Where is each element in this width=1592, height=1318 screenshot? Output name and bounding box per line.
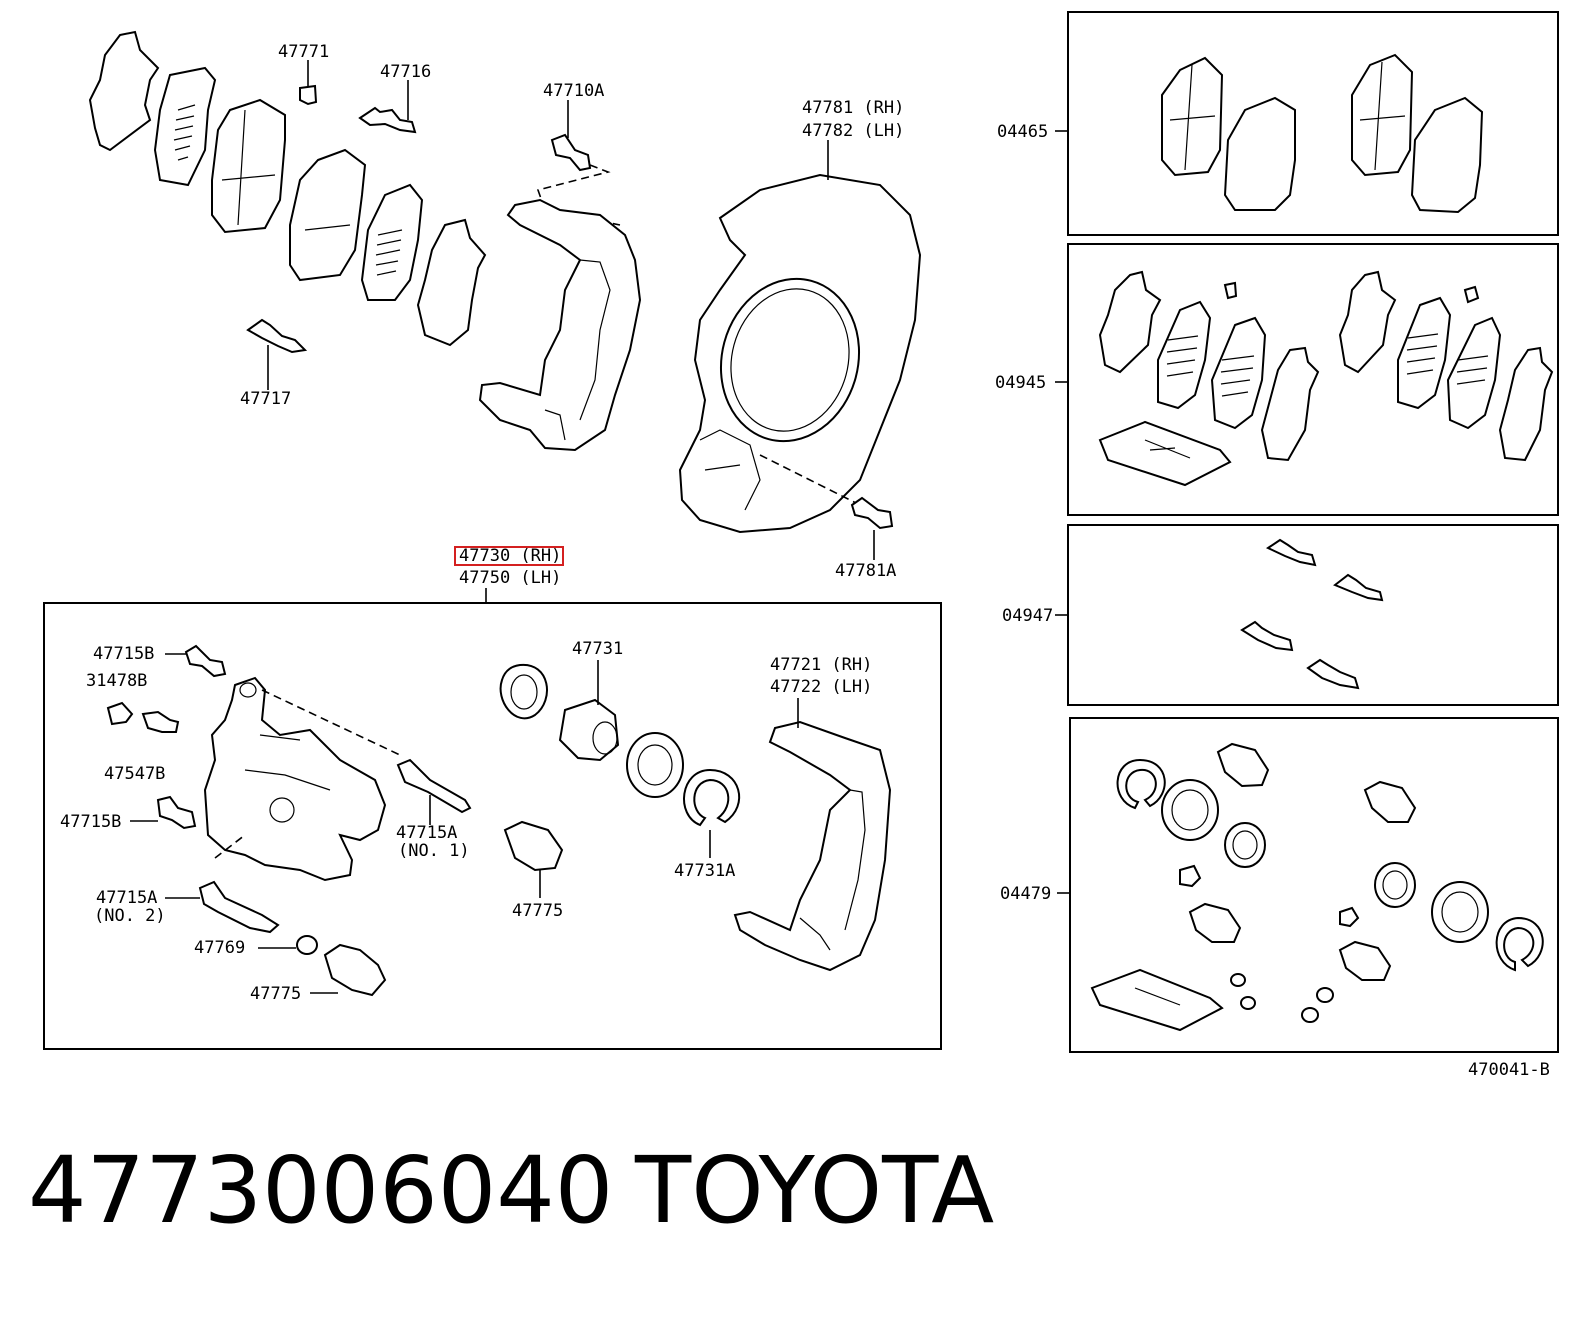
label-47781a: 47781A: [835, 561, 896, 581]
label-47715b-a: 47715B: [93, 644, 154, 664]
mounting-group: [478, 100, 642, 452]
clip-part: [299, 84, 318, 106]
label-no1: (NO. 1): [398, 841, 470, 861]
label-47722: 47722 (LH): [770, 677, 872, 697]
kit-04945-box: [1067, 243, 1559, 516]
dust-shield-group: [678, 140, 922, 560]
dust-shield-hole: [719, 277, 861, 443]
label-04945: 04945: [995, 373, 1046, 393]
outer-shim-part-2: [416, 218, 487, 347]
label-47775-a: 47775: [250, 984, 301, 1004]
guide-pin-no1-part: [396, 758, 472, 814]
bushing-47769-part: [296, 935, 318, 955]
label-47716: 47716: [380, 62, 431, 82]
bolt-47715b-part: [184, 644, 227, 678]
label-47781: 47781 (RH): [802, 98, 904, 118]
torque-plate-part: [478, 198, 642, 452]
label-47721: 47721 (RH): [770, 655, 872, 675]
boot-47775-part-2: [503, 820, 564, 872]
label-47769: 47769: [194, 938, 245, 958]
label-47547b: 47547B: [104, 764, 165, 784]
kit-04947-springs: [1240, 538, 1384, 690]
diagram-id: 470041-B: [1468, 1060, 1550, 1080]
caliper-assembly-box: [43, 602, 942, 1050]
seal-ring-part: [499, 663, 548, 720]
kit-04947-box: [1067, 524, 1559, 706]
shim-part: [153, 66, 217, 187]
kit-04479-box: [1069, 717, 1559, 1053]
brake-pad-part-2: [289, 148, 367, 282]
bushing-part-2: [141, 710, 180, 733]
caption-brand: TOYOTA: [634, 1137, 994, 1244]
caliper-mounting-part: [733, 720, 892, 972]
label-47710a: 47710A: [543, 81, 604, 101]
grease-packet-part: [1098, 420, 1232, 487]
label-47715a-no2: 47715A: [96, 888, 157, 908]
label-47782: 47782 (LH): [802, 121, 904, 141]
outer-shim-part: [88, 30, 160, 152]
bushing-part: [106, 701, 134, 726]
caliper-body-part: [203, 676, 387, 882]
bolt-47781a-part: [850, 496, 894, 530]
dust-boot-ring-part: [626, 732, 684, 798]
label-47731a: 47731A: [674, 861, 735, 881]
guide-pin-no2-part: [198, 880, 280, 934]
set-ring-part: [683, 768, 741, 827]
pad-shim-group: [88, 30, 487, 390]
label-47775-b: 47775: [512, 901, 563, 921]
label-04465: 04465: [997, 122, 1048, 142]
caption-part-number: 4773006040: [28, 1137, 613, 1244]
label-47750-lh: 47750 (LH): [459, 568, 561, 588]
kit-04465-pads: [1161, 53, 1484, 214]
label-04479: 04479: [1000, 884, 1051, 904]
highlight-box: [454, 546, 564, 566]
bolt-47715b-part-2: [156, 795, 197, 830]
bolt-47710a-part: [550, 133, 592, 172]
label-47715a-no1: 47715A: [396, 823, 457, 843]
caliper-group: [106, 644, 892, 997]
kit-04945-shims: [1098, 270, 1554, 487]
shim-part-2: [360, 183, 424, 301]
label-47715b-b: 47715B: [60, 812, 121, 832]
piston-part: [558, 698, 620, 762]
label-no2: (NO. 2): [94, 906, 166, 926]
label-04947: 04947: [1002, 606, 1053, 626]
spring-part-2: [246, 318, 308, 354]
label-31478b: 31478B: [86, 671, 147, 691]
kit-04465-box: [1067, 11, 1559, 236]
label-47771: 47771: [278, 42, 329, 62]
spring-part: [358, 106, 417, 134]
label-47717: 47717: [240, 389, 291, 409]
kit-04479-seals: [1090, 742, 1544, 1032]
boot-47775-part: [323, 943, 387, 997]
label-47730-rh[interactable]: 47730 (RH): [459, 546, 561, 566]
brake-pad-part: [211, 98, 286, 234]
label-47731: 47731: [572, 639, 623, 659]
